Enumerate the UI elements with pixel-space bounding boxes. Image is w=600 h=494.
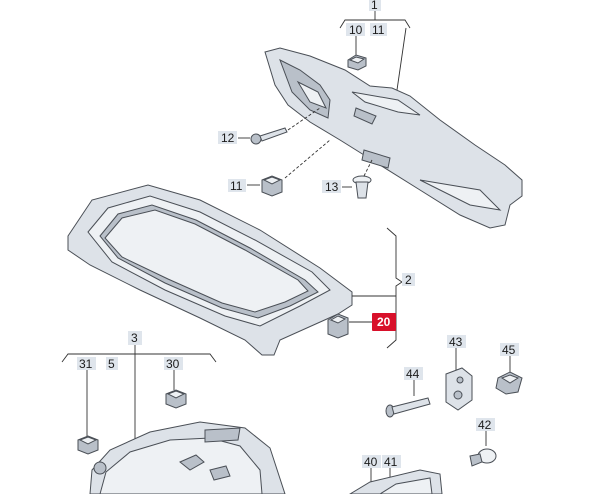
callout-45[interactable]: 45 (502, 343, 516, 357)
clip-part-20 (327, 313, 372, 339)
callout-40[interactable]: 40 (364, 455, 378, 469)
callout-group-2: 2 (352, 227, 415, 349)
callout-40-41-group: 40 41 (349, 455, 443, 494)
rivet-part-13 (352, 175, 372, 199)
callout-2[interactable]: 2 (405, 273, 412, 287)
callout-45-group: 45 (495, 343, 523, 395)
callout-11[interactable]: 11 (230, 179, 243, 193)
callout-42[interactable]: 42 (478, 418, 492, 432)
callout-11-top[interactable]: 11 (372, 23, 385, 37)
callout-12-bg (218, 131, 237, 144)
callout-5-group: 5 (106, 357, 118, 371)
screw-part-12 (250, 127, 288, 145)
callout-12[interactable]: 12 (221, 131, 235, 145)
callout-1[interactable]: 1 (371, 0, 378, 12)
callout-30-group: 30 (164, 357, 183, 390)
callout-44-group: 44 (385, 367, 431, 418)
callout-43-bg (447, 335, 466, 348)
callout-42-group: 42 (469, 418, 497, 467)
callout-13[interactable]: 13 (325, 180, 339, 194)
callout-12-group: 12 (218, 107, 321, 145)
callout-44[interactable]: 44 (406, 367, 420, 381)
bottom-panel-part (349, 469, 443, 494)
callout-5[interactable]: 5 (108, 357, 115, 371)
callout-11-group: 11 (228, 139, 331, 197)
callout-group-3: 3 (61, 331, 217, 440)
callout-31[interactable]: 31 (79, 357, 93, 371)
callout-40-bg (362, 455, 381, 468)
callout-43[interactable]: 43 (449, 335, 463, 349)
lower-trim-panel (89, 421, 286, 494)
callout-11-top-bg (370, 23, 387, 36)
pin-part-42 (469, 448, 497, 467)
side-trim-panel (264, 47, 523, 229)
callout-10-group: 10 (346, 23, 365, 56)
callout-41[interactable]: 41 (384, 455, 398, 469)
parcel-shelf (67, 184, 353, 356)
clip-part-45 (495, 371, 523, 395)
callout-43-group: 43 (445, 335, 473, 411)
callout-20[interactable]: 20 (377, 315, 391, 329)
callout-20-highlight[interactable]: 20 (372, 313, 396, 331)
callout-5-bg (106, 357, 118, 370)
callout-3-bg (128, 331, 142, 345)
callout-1-bg (369, 0, 381, 11)
callout-10-bg (346, 23, 365, 36)
clip-part-30 (165, 389, 187, 409)
clip-part-31 (77, 435, 99, 455)
callout-45-bg (500, 343, 519, 356)
callout-30[interactable]: 30 (166, 357, 180, 371)
callout-2-bg (402, 273, 415, 286)
callout-20-bg (372, 313, 396, 331)
clip-part-10 (347, 54, 367, 71)
callout-13-bg (322, 180, 341, 193)
bracket-part-43 (445, 367, 473, 411)
bolt-part-44 (385, 397, 431, 418)
callout-3[interactable]: 3 (131, 331, 138, 345)
clip-part-11 (261, 175, 283, 197)
callout-10[interactable]: 10 (349, 23, 363, 37)
callout-group-1: 1 (339, 0, 411, 91)
callout-42-bg (476, 418, 495, 431)
callout-13-group: 13 (322, 159, 373, 199)
callout-41-bg (382, 455, 401, 468)
callout-11-top-group: 11 (370, 23, 387, 37)
callout-31-group: 31 (77, 357, 96, 436)
callout-11-bg (228, 179, 246, 192)
callout-31-bg (77, 357, 96, 370)
callout-44-bg (404, 367, 423, 380)
callout-30-bg (164, 357, 183, 370)
